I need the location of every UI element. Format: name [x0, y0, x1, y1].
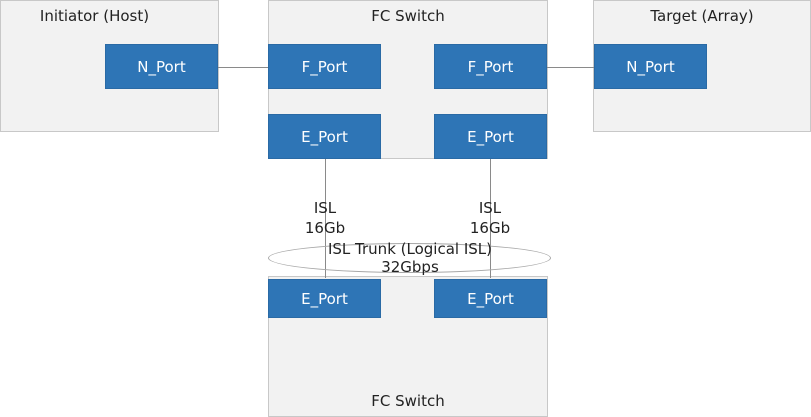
top-switch-f-port-right: F_Port [434, 44, 547, 89]
isl-right-speed: 16Gb [469, 219, 511, 237]
bottom-fc-switch-label: FC Switch [371, 392, 445, 410]
bottom-switch-e-port-right: E_Port [434, 279, 547, 318]
isl-trunk-title: ISL Trunk (Logical ISL) [327, 240, 492, 258]
isl-trunk-speed: 32Gbps [381, 258, 439, 276]
target-array-label: Target (Array) [650, 7, 754, 25]
switch-to-target-link [546, 67, 596, 68]
top-switch-e-port-left: E_Port [268, 114, 381, 159]
initiator-to-switch-link [217, 67, 270, 68]
isl-left-type: ISL [313, 199, 337, 217]
isl-left-speed: 16Gb [304, 219, 346, 237]
isl-trunk-ellipse [268, 243, 551, 273]
isl-trunk-label: ISL Trunk (Logical ISL) 32Gbps [300, 240, 520, 276]
top-switch-e-port-right: E_Port [434, 114, 547, 159]
isl-right-link [490, 158, 491, 278]
initiator-n-port: N_Port [105, 44, 218, 89]
initiator-host-label: Initiator (Host) [39, 7, 150, 25]
target-n-port: N_Port [594, 44, 707, 89]
top-switch-f-port-left: F_Port [268, 44, 381, 89]
isl-right-type: ISL [478, 199, 502, 217]
isl-left-link [325, 158, 326, 278]
isl-left-label: ISL 16Gb [295, 198, 355, 238]
top-fc-switch-label: FC Switch [371, 7, 445, 25]
isl-right-label: ISL 16Gb [460, 198, 520, 238]
bottom-switch-e-port-left: E_Port [268, 279, 381, 318]
